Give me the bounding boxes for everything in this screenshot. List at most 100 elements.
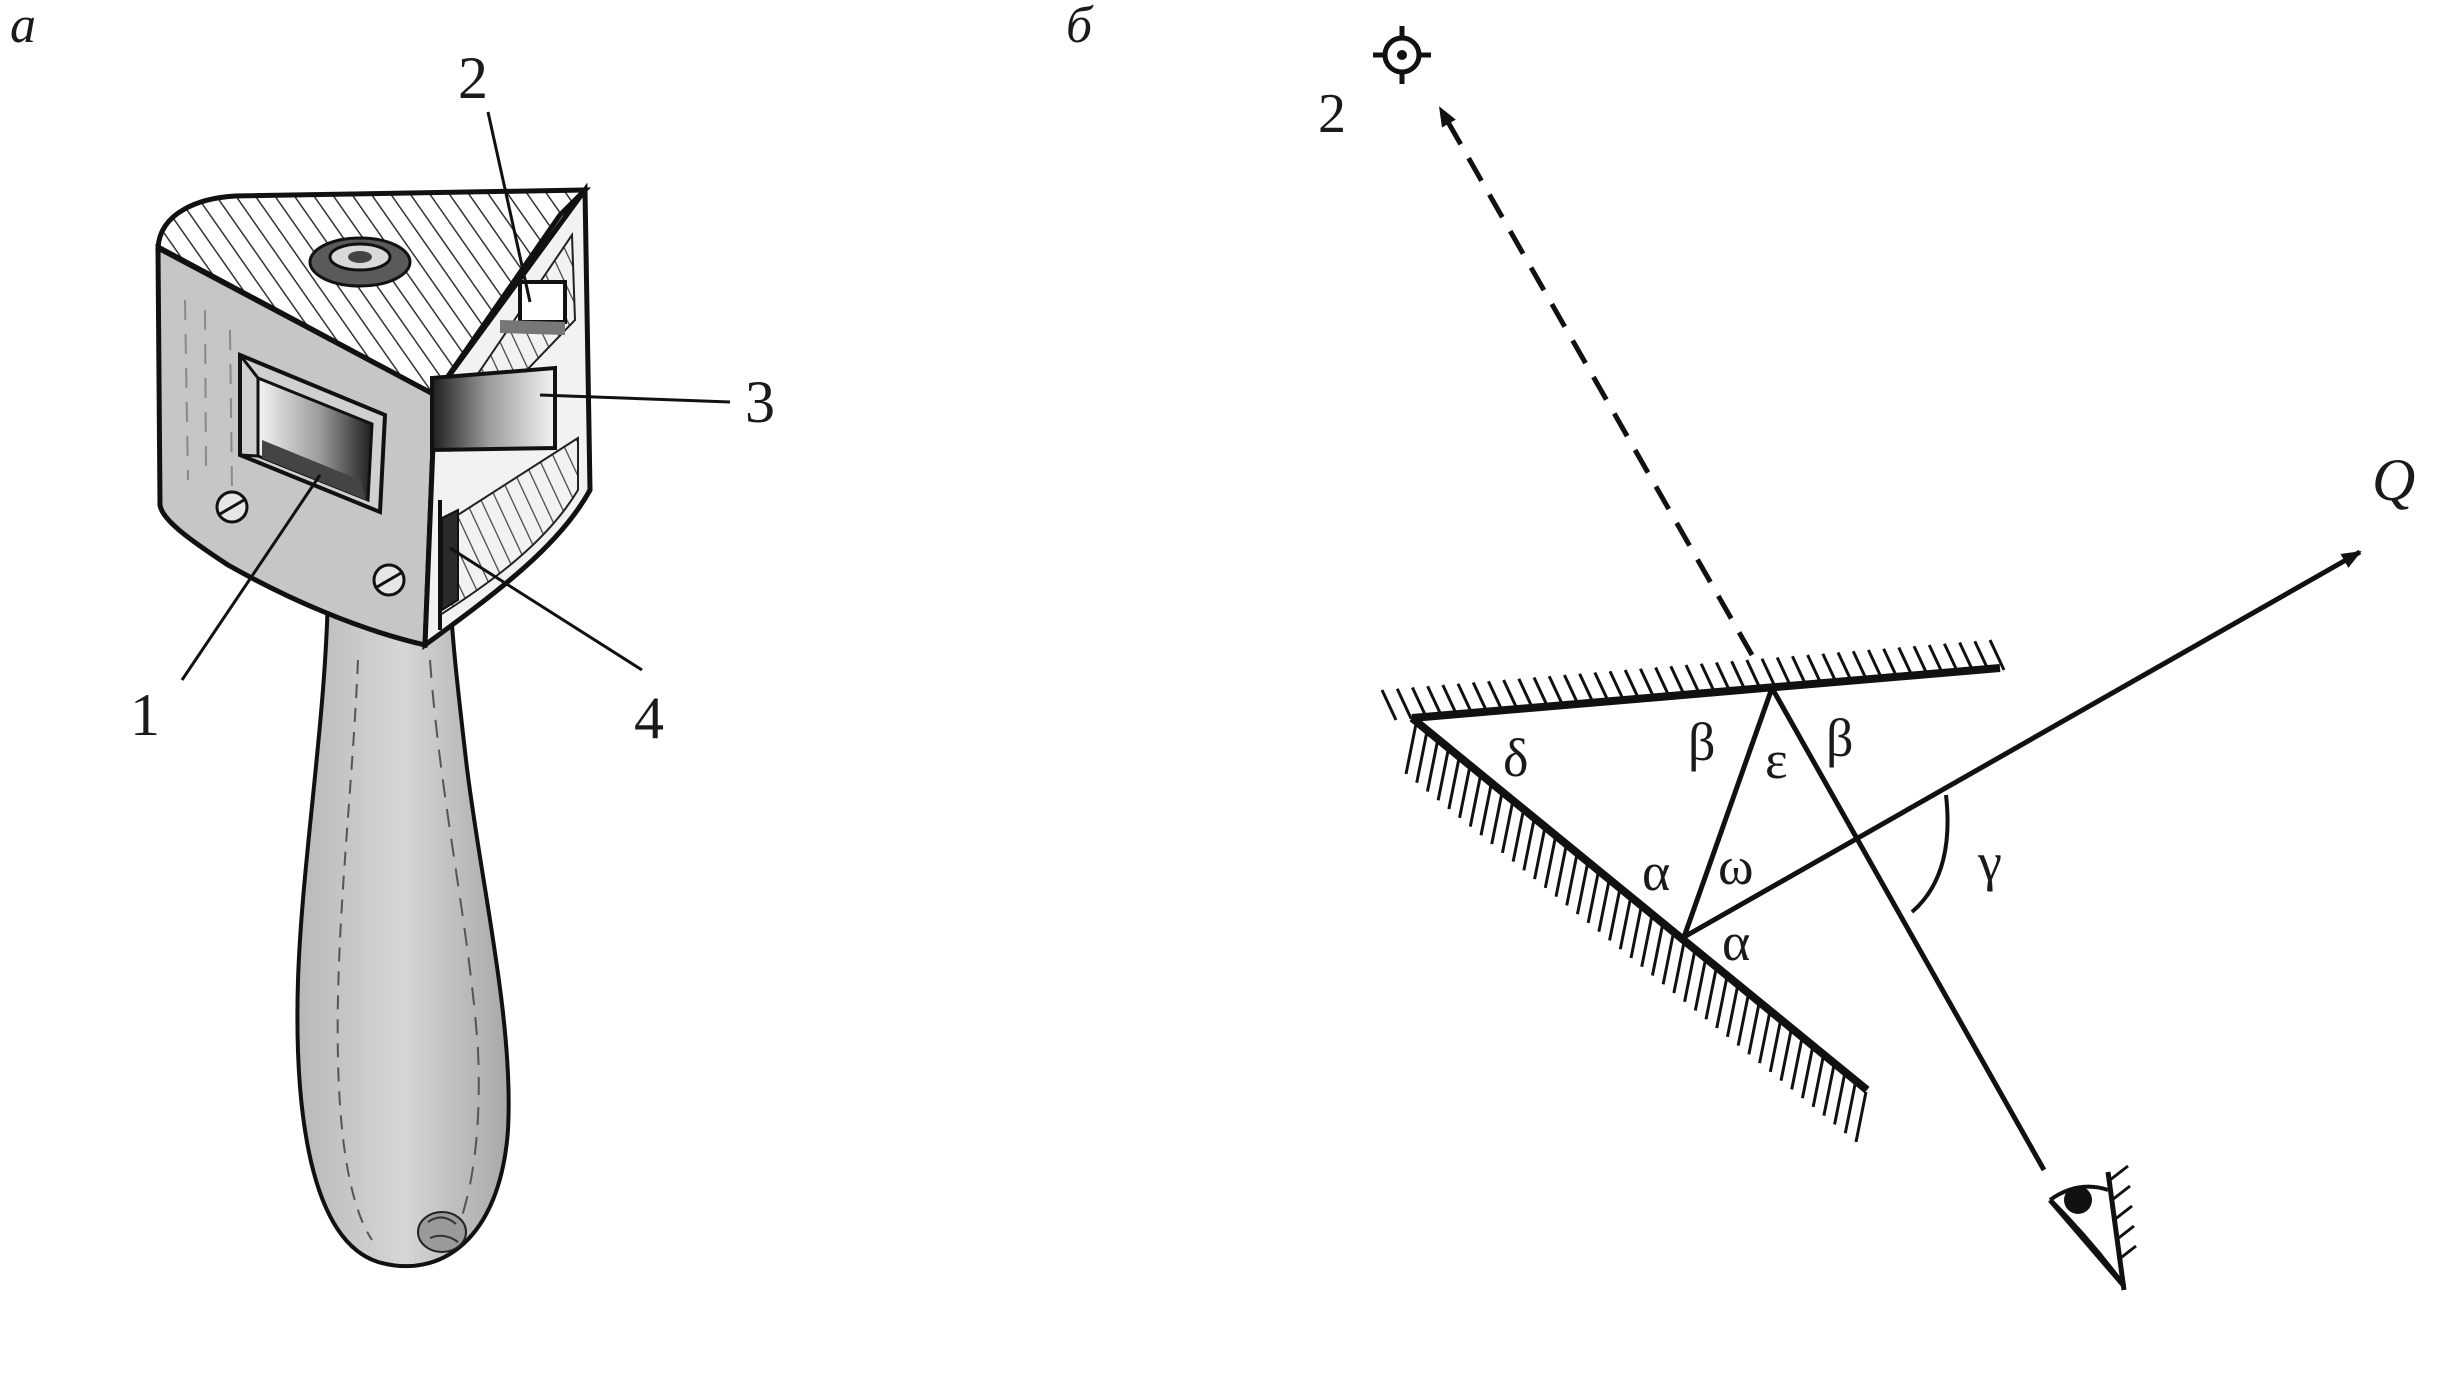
angle-omega: ω [1718, 836, 1754, 896]
hatch-mark [1661, 933, 1675, 985]
callout-leaders [180, 111, 731, 681]
hatch-mark [1943, 643, 1960, 675]
hatch-mark [1833, 1074, 1847, 1125]
hatch-mark [1593, 671, 1611, 704]
hatch-mark [1760, 658, 1778, 690]
optical-square-device [155, 182, 593, 1269]
hatch-mark [1639, 668, 1656, 700]
mirror-2 [518, 280, 567, 324]
hatch-mark [1699, 663, 1717, 695]
slot-4 [441, 508, 459, 612]
angle-alpha-bottom: α [1722, 912, 1750, 972]
hatch-mark [1867, 649, 1884, 681]
hatch-mark [1822, 1065, 1836, 1117]
hatch-mark [1490, 793, 1504, 845]
hatch-mark [1563, 674, 1580, 706]
hatch-mark [1395, 688, 1413, 720]
hatch-mark [1411, 686, 1428, 719]
hatch-mark [1578, 673, 1595, 705]
hatch-mark [1973, 640, 1991, 672]
hatch-mark [1586, 872, 1600, 924]
angle-beta-right: β [1826, 708, 1853, 768]
hatch-mark [1775, 656, 1793, 689]
hatch-mark [1836, 651, 1854, 684]
hatch-mark [1897, 646, 1915, 679]
hatch-mark [1575, 863, 1589, 915]
gamma-arc [1910, 794, 1950, 914]
angle-beta-left: β [1688, 712, 1715, 772]
hatch-mark [1715, 661, 1732, 694]
mirror-3 [430, 365, 557, 453]
hatch-mark [1640, 916, 1654, 968]
rays [1681, 686, 2047, 1172]
hatch-mark [1436, 749, 1450, 801]
hatch-mark [1747, 1004, 1761, 1055]
hatch-mark [1543, 837, 1557, 889]
hatch-mark [1654, 666, 1671, 699]
hatch-mark [1683, 951, 1697, 1003]
hatch-mark [1415, 732, 1429, 784]
hatch-mark [1650, 925, 1664, 976]
hatch-mark [1843, 1082, 1857, 1134]
hatch-mark [1958, 641, 1975, 674]
hatch-mark [1500, 802, 1514, 854]
hatch-mark [1927, 644, 1945, 676]
panel-a-label: а [10, 0, 36, 54]
angle-delta: δ [1503, 728, 1528, 788]
hatch-mark [1758, 1012, 1772, 1064]
crosshair-target-icon [1373, 26, 1431, 84]
hatch-mark [1800, 1047, 1814, 1099]
hatch-mark [1693, 960, 1707, 1011]
hatch-mark [1618, 898, 1632, 950]
hatch-mark [1597, 881, 1611, 933]
callout-3: 3 [745, 369, 775, 435]
hatch-mark [1447, 758, 1461, 810]
hatch-mark [1806, 654, 1823, 686]
hatch-mark [1821, 653, 1839, 685]
hatch-mark [1522, 820, 1536, 871]
hatch-mark [1425, 741, 1439, 792]
hatch-mark [1745, 659, 1763, 691]
screw-icon [215, 490, 249, 524]
hatch-mark [1426, 685, 1443, 717]
hatch-mark [1854, 1091, 1868, 1143]
callout-4: 4 [634, 685, 664, 751]
hatch-mark [1404, 723, 1418, 775]
hatch-mark [1629, 907, 1643, 959]
screw-icon [372, 563, 406, 597]
hatch-mark [1669, 665, 1687, 697]
hatch-mark [1790, 1039, 1804, 1090]
hatch-mark [1704, 969, 1718, 1020]
housing-top-face [155, 187, 592, 399]
hatch-mark [1471, 681, 1489, 714]
hatch-mark [1684, 664, 1702, 696]
hatch-mark [1608, 670, 1626, 702]
angle-epsilon: ε [1765, 730, 1788, 790]
hatch-mark [1672, 942, 1686, 994]
left-mirror [1404, 714, 1870, 1143]
hatch-mark [1554, 846, 1568, 897]
callout-1: 1 [130, 682, 160, 748]
hatch-mark [1380, 689, 1398, 721]
hatch-mark [1533, 828, 1547, 880]
hatch-mark [1811, 1056, 1825, 1108]
hatch-mark [1779, 1030, 1793, 1081]
hatch-mark [1851, 650, 1869, 682]
panel-b-label: б [1066, 0, 1094, 54]
top-mirror [1380, 639, 2006, 722]
hatch-mark [1468, 776, 1482, 827]
hatch-mark [1487, 680, 1504, 712]
hatch-mark [1736, 995, 1750, 1046]
hatch-mark [1479, 785, 1493, 836]
hatch-mark [1511, 811, 1525, 862]
hatch-mark [1502, 679, 1519, 711]
hatch-mark [1988, 639, 2006, 671]
hatch-mark [1456, 683, 1474, 715]
hatch-mark [1517, 678, 1535, 710]
hatch-mark [1441, 684, 1459, 716]
hatch-mark [1725, 986, 1739, 1038]
angle-gamma: γ [1977, 832, 2002, 892]
dashed-sight-arrow [1437, 106, 1755, 657]
